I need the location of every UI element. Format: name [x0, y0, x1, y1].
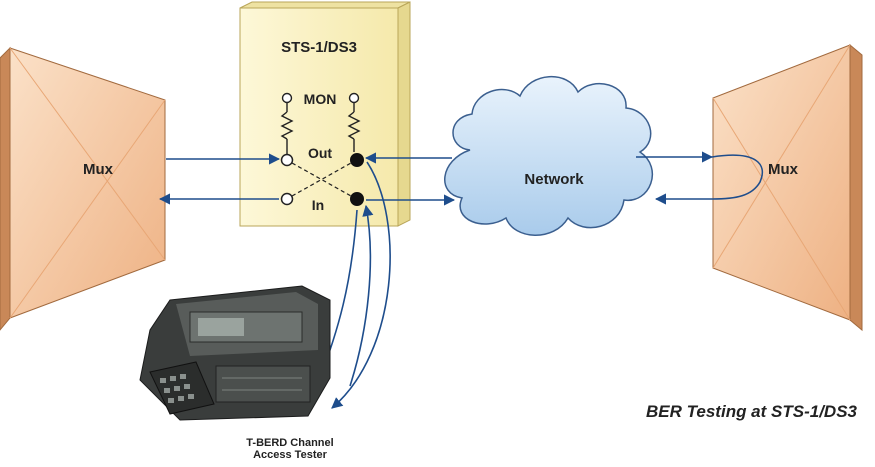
tester-label-line2: Access Tester — [253, 449, 327, 461]
sts1-ds3-panel: STS-1/DS3 MON Out In — [239, 1, 411, 227]
tester-label: T-BERD Channel Access Tester — [180, 437, 400, 461]
tester-label-line1: T-BERD Channel — [246, 437, 334, 449]
mon-label: MON — [304, 91, 337, 107]
tester-cable-in — [349, 204, 374, 387]
tester-cable-out — [331, 161, 391, 409]
mon-jack-left[interactable] — [281, 92, 293, 104]
resistor-left-icon — [280, 103, 294, 154]
resistor-right-icon — [347, 103, 361, 152]
panel-title: STS-1/DS3 — [281, 39, 357, 56]
in-jack-left[interactable] — [280, 192, 294, 206]
loopback-path — [711, 154, 764, 200]
right-mux: Mux — [712, 43, 863, 332]
crossover-line-b — [291, 162, 352, 197]
out-jack-left[interactable] — [280, 153, 294, 167]
mon-jack-right[interactable] — [348, 92, 360, 104]
out-jack-right[interactable] — [350, 153, 364, 167]
left-mux: Mux — [0, 46, 166, 331]
crossover-line-a — [291, 162, 352, 197]
left-mux-label: Mux — [83, 161, 114, 178]
network-cloud: Network — [444, 76, 653, 236]
network-label: Network — [524, 171, 584, 188]
in-label: In — [312, 197, 324, 213]
tberd-tester-icon — [139, 285, 331, 421]
diagram-caption: BER Testing at STS-1/DS3 — [646, 402, 857, 421]
out-label: Out — [308, 145, 332, 161]
in-jack-right[interactable] — [350, 192, 364, 206]
right-mux-label: Mux — [768, 161, 799, 178]
